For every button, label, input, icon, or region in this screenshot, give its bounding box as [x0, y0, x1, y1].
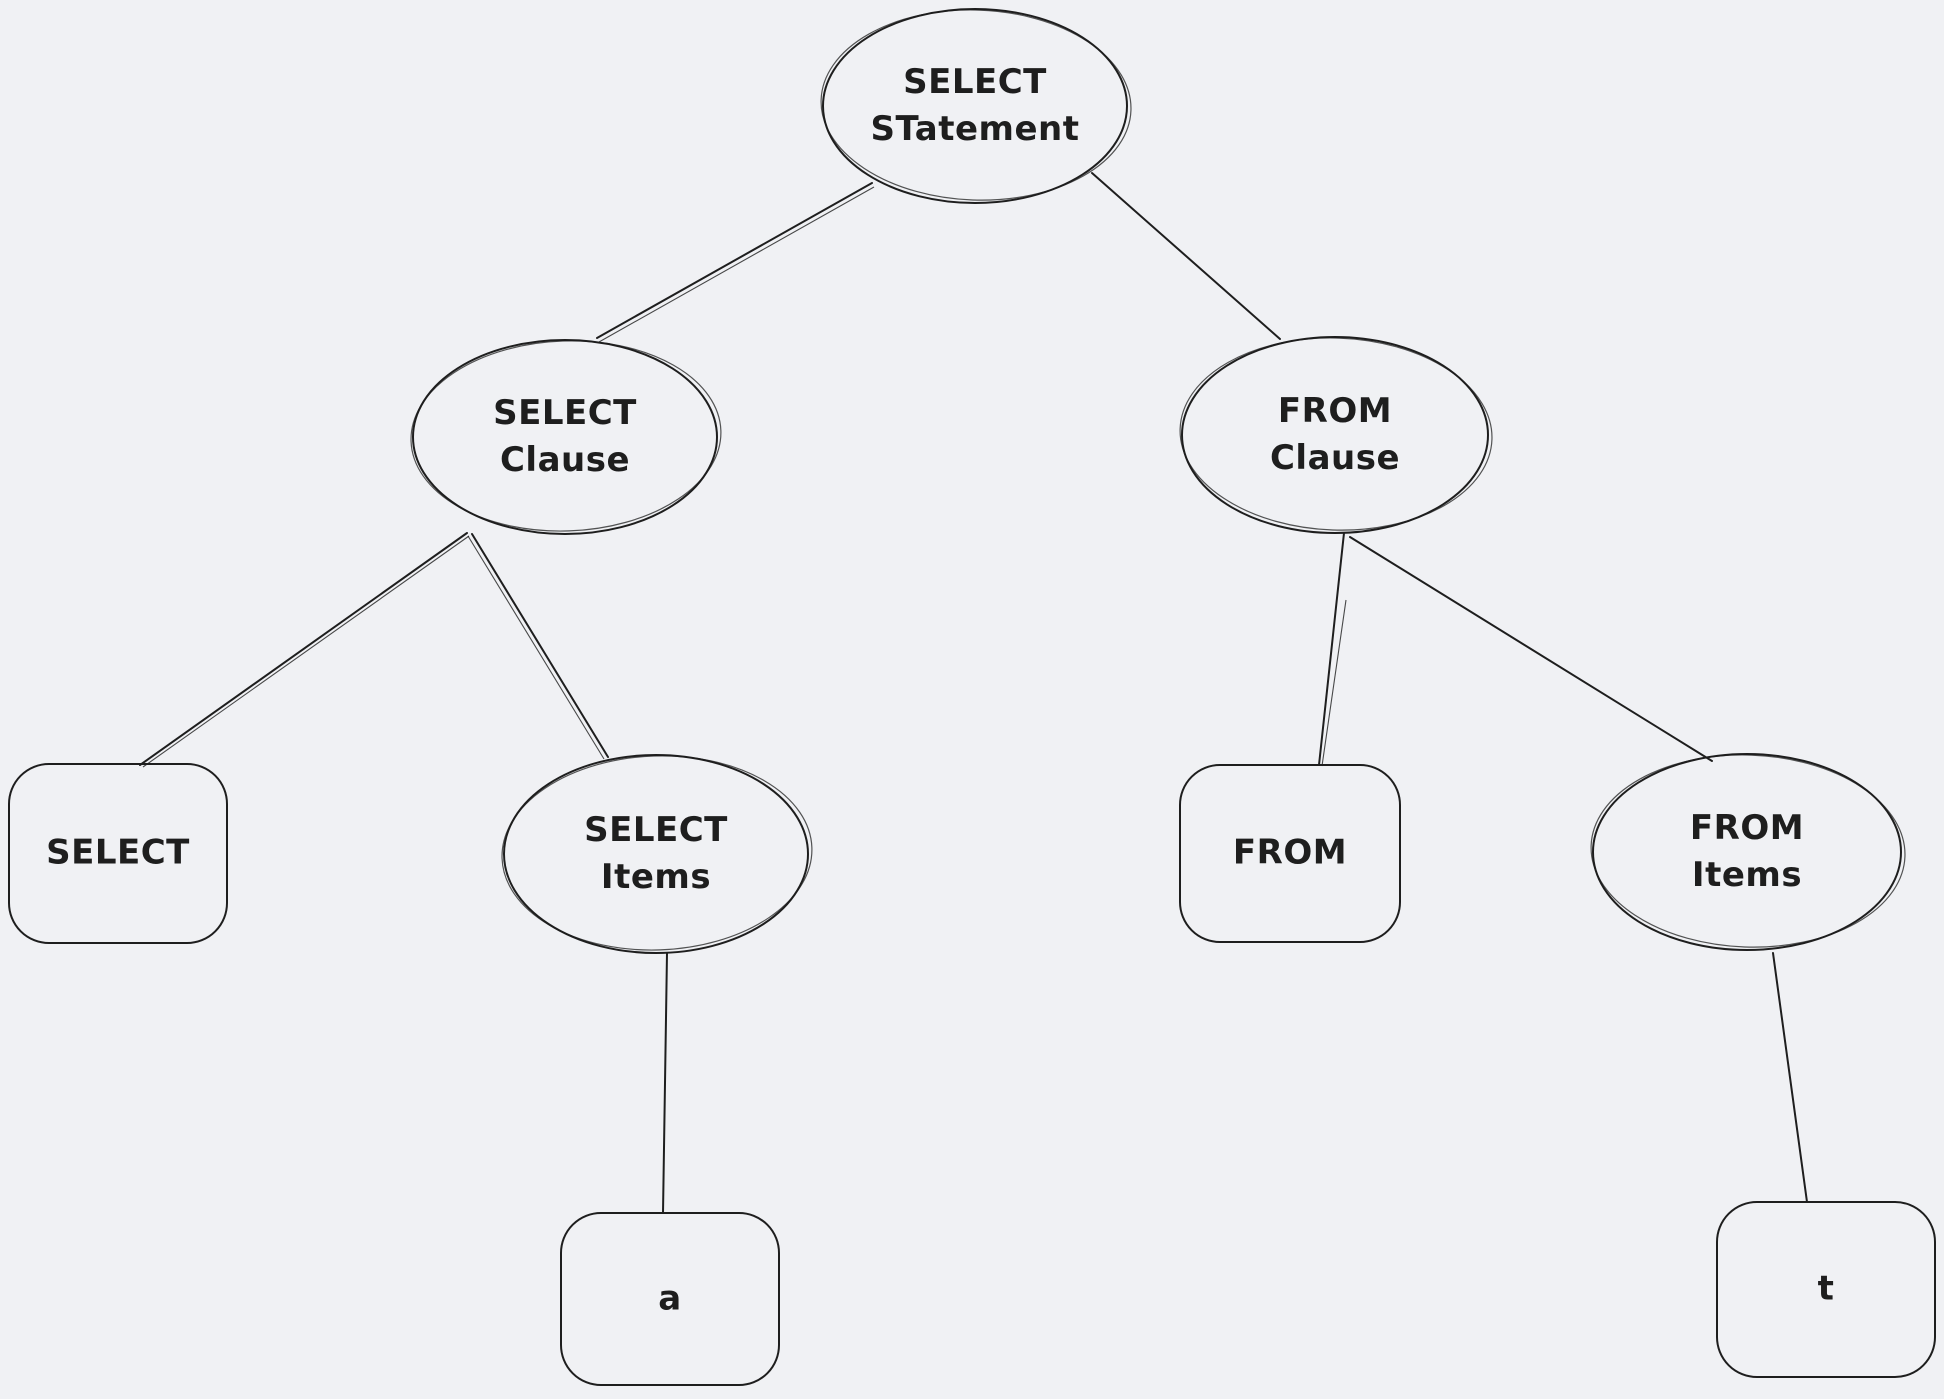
- node-from-items-label[interactable]: FROM Items: [1689, 808, 1805, 895]
- node-select-items-label[interactable]: SELECT Items: [584, 810, 728, 897]
- node-a-shape[interactable]: [560, 1212, 780, 1386]
- node-from-items-shape[interactable]: [1592, 753, 1902, 951]
- edge-select-clause-select-keyword-overstroke: [142, 535, 470, 768]
- node-from-clause-overstroke: [1179, 337, 1493, 531]
- edge-from-clause-from-keyword[interactable]: [1318, 532, 1345, 766]
- node-select-statement-overstroke: [820, 9, 1132, 201]
- node-from-items-overstroke: [1590, 754, 1906, 948]
- edge-select-clause-select-items[interactable]: [471, 533, 609, 758]
- node-select-statement-label[interactable]: SELECT STatement: [870, 62, 1080, 149]
- edge-from-items-t[interactable]: [1772, 952, 1808, 1203]
- node-select-items-shape[interactable]: [503, 754, 809, 954]
- node-from-clause-label[interactable]: FROM Clause: [1269, 391, 1401, 478]
- node-select-keyword-label[interactable]: SELECT: [46, 832, 190, 873]
- node-shapes: [8, 8, 1936, 1386]
- node-select-clause-shape[interactable]: [412, 339, 718, 535]
- node-select-clause-overstroke: [410, 340, 722, 532]
- edges: [139, 172, 1808, 1214]
- edge-select-statement-select-clause[interactable]: [596, 182, 873, 339]
- edge-from-clause-from-keyword-overstroke: [1321, 599, 1347, 767]
- node-from-clause-shape[interactable]: [1181, 336, 1489, 534]
- edge-select-statement-from-clause[interactable]: [1091, 172, 1281, 340]
- edge-select-statement-select-clause-overstroke: [598, 186, 875, 343]
- node-from-keyword-label[interactable]: FROM: [1232, 832, 1348, 873]
- node-select-clause-label[interactable]: SELECT Clause: [493, 393, 637, 480]
- edge-select-clause-select-keyword[interactable]: [139, 532, 468, 766]
- edge-select-items-a[interactable]: [662, 952, 668, 1214]
- node-t-shape[interactable]: [1716, 1201, 1936, 1378]
- node-select-statement-shape[interactable]: [822, 8, 1128, 204]
- edge-from-clause-from-items[interactable]: [1349, 536, 1713, 762]
- node-from-keyword-shape[interactable]: [1179, 764, 1401, 943]
- edge-select-clause-select-items-overstroke: [467, 535, 605, 760]
- node-select-items-overstroke: [501, 755, 813, 951]
- node-a-label[interactable]: a: [658, 1278, 682, 1319]
- node-select-keyword-shape[interactable]: [8, 763, 228, 944]
- node-t-label[interactable]: t: [1817, 1268, 1835, 1309]
